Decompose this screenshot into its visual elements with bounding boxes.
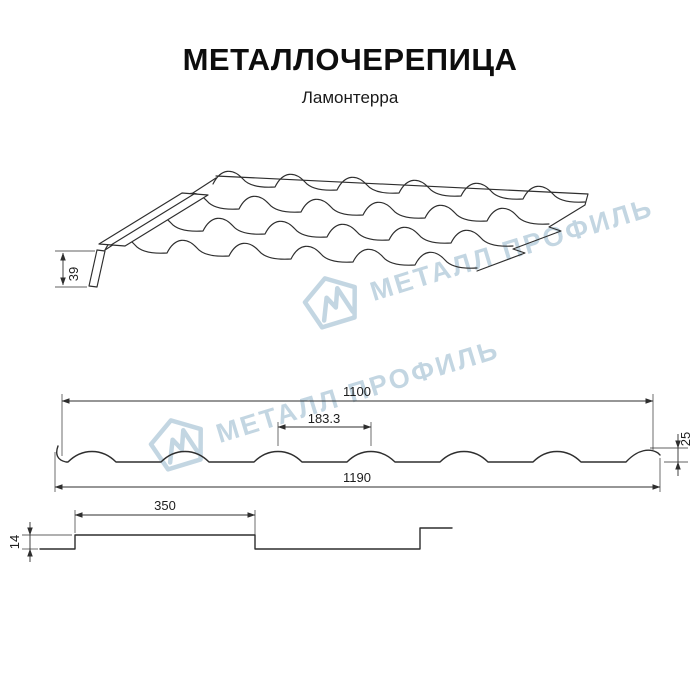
cross-section bbox=[56, 445, 661, 463]
dim-step-height: 14 bbox=[7, 522, 72, 562]
dim-overall-width: 1190 bbox=[54, 452, 661, 492]
dim-label-wave-pitch: 183.3 bbox=[308, 411, 341, 426]
brand-logo-icon bbox=[146, 413, 209, 472]
page-subtitle: Ламонтерра bbox=[301, 88, 399, 107]
dim-step-length: 350 bbox=[74, 498, 256, 549]
dim-label-cover-width: 1100 bbox=[343, 384, 371, 399]
perspective-view bbox=[88, 170, 589, 288]
page-title: МЕТАЛЛОЧЕРЕПИЦА bbox=[182, 42, 518, 77]
watermark: МЕТАЛЛ ПРОФИЛЬ bbox=[300, 192, 657, 330]
dim-label-overall-width: 1190 bbox=[343, 470, 371, 485]
dim-flange-height: 39 bbox=[55, 250, 95, 288]
dim-label-step-length: 350 bbox=[154, 498, 176, 513]
watermark-text: МЕТАЛЛ ПРОФИЛЬ bbox=[367, 192, 657, 307]
dim-label-step-height: 14 bbox=[7, 535, 22, 549]
dim-label-flange-height: 39 bbox=[66, 267, 81, 281]
step-profile bbox=[39, 527, 453, 550]
dim-profile-height: 25 bbox=[650, 432, 693, 476]
dim-wave-pitch: 183.3 bbox=[277, 411, 372, 446]
technical-drawing: МЕТАЛЛ ПРОФИЛЬ МЕТАЛЛ ПРОФИЛЬ 39 bbox=[7, 170, 693, 562]
dim-label-profile-height: 25 bbox=[678, 432, 693, 446]
header: МЕТАЛЛОЧЕРЕПИЦА Ламонтерра bbox=[0, 0, 700, 140]
watermark: МЕТАЛЛ ПРОФИЛЬ bbox=[146, 334, 503, 472]
dim-cover-width: 1100 bbox=[61, 384, 654, 456]
brand-logo-icon bbox=[300, 271, 363, 330]
